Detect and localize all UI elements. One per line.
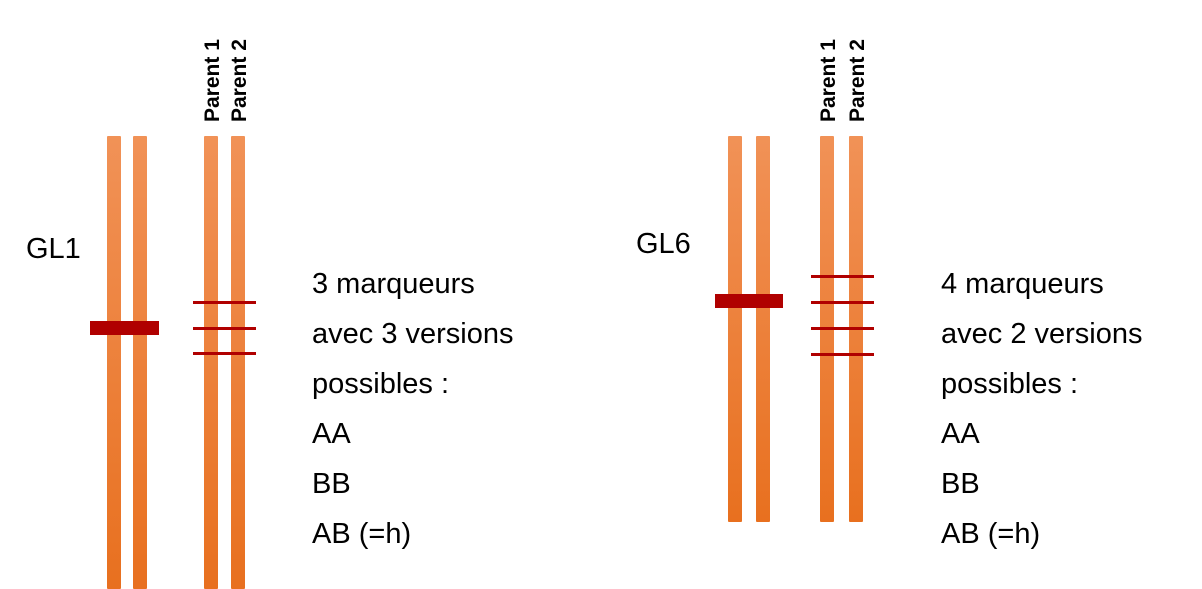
offspring-chromosome-pair-gl6 [715,136,783,522]
description-line: AB (=h) [941,518,1041,550]
marker-line [811,353,874,356]
parent-chromosome-pair-gl6 [811,136,874,522]
chromosome-strand [133,136,147,589]
chromosome-strand [728,136,742,522]
marker-line [193,301,256,304]
description-line: 4 marqueurs [941,268,1104,300]
description-gl6: 4 marqueurs avec 2 versions possibles : … [941,259,1143,559]
group-label-gl1: GL1 [26,233,81,265]
group-label-gl6: GL6 [636,228,691,260]
description-line: possibles : [312,368,450,400]
parent2-label-gl6: Parent 2 [846,39,869,122]
description-line: AB (=h) [312,518,412,550]
marker-line [193,352,256,355]
marker-line [811,327,874,330]
parent2-label-gl1: Parent 2 [228,39,251,122]
panel-gl6: GL6 Parent 1 Parent 2 [636,39,874,522]
description-line: BB [312,468,351,500]
parent1-label-gl6: Parent 1 [817,39,840,122]
qtl-locus-band [90,321,159,335]
description-line: avec 2 versions [941,318,1143,350]
chromosome-strand [107,136,121,589]
marker-line [193,327,256,330]
parent-chromosome-pair-gl1 [193,136,256,589]
description-line: BB [941,468,980,500]
description-line: 3 marqueurs [312,268,475,300]
description-line: avec 3 versions [312,318,514,350]
description-gl1: 3 marqueurs avec 3 versions possibles : … [312,259,514,559]
parent2-chromosome [231,136,245,589]
parent1-chromosome [204,136,218,589]
parent1-label-gl1: Parent 1 [201,39,224,122]
description-line: AA [941,418,980,450]
panel-gl1: GL1 Parent 1 Parent 2 [26,39,256,589]
offspring-chromosome-pair-gl1 [90,136,159,589]
chromosome-strand [756,136,770,522]
qtl-locus-band [715,294,783,308]
marker-line [811,301,874,304]
description-line: possibles : [941,368,1079,400]
description-line: AA [312,418,351,450]
marker-line [811,275,874,278]
